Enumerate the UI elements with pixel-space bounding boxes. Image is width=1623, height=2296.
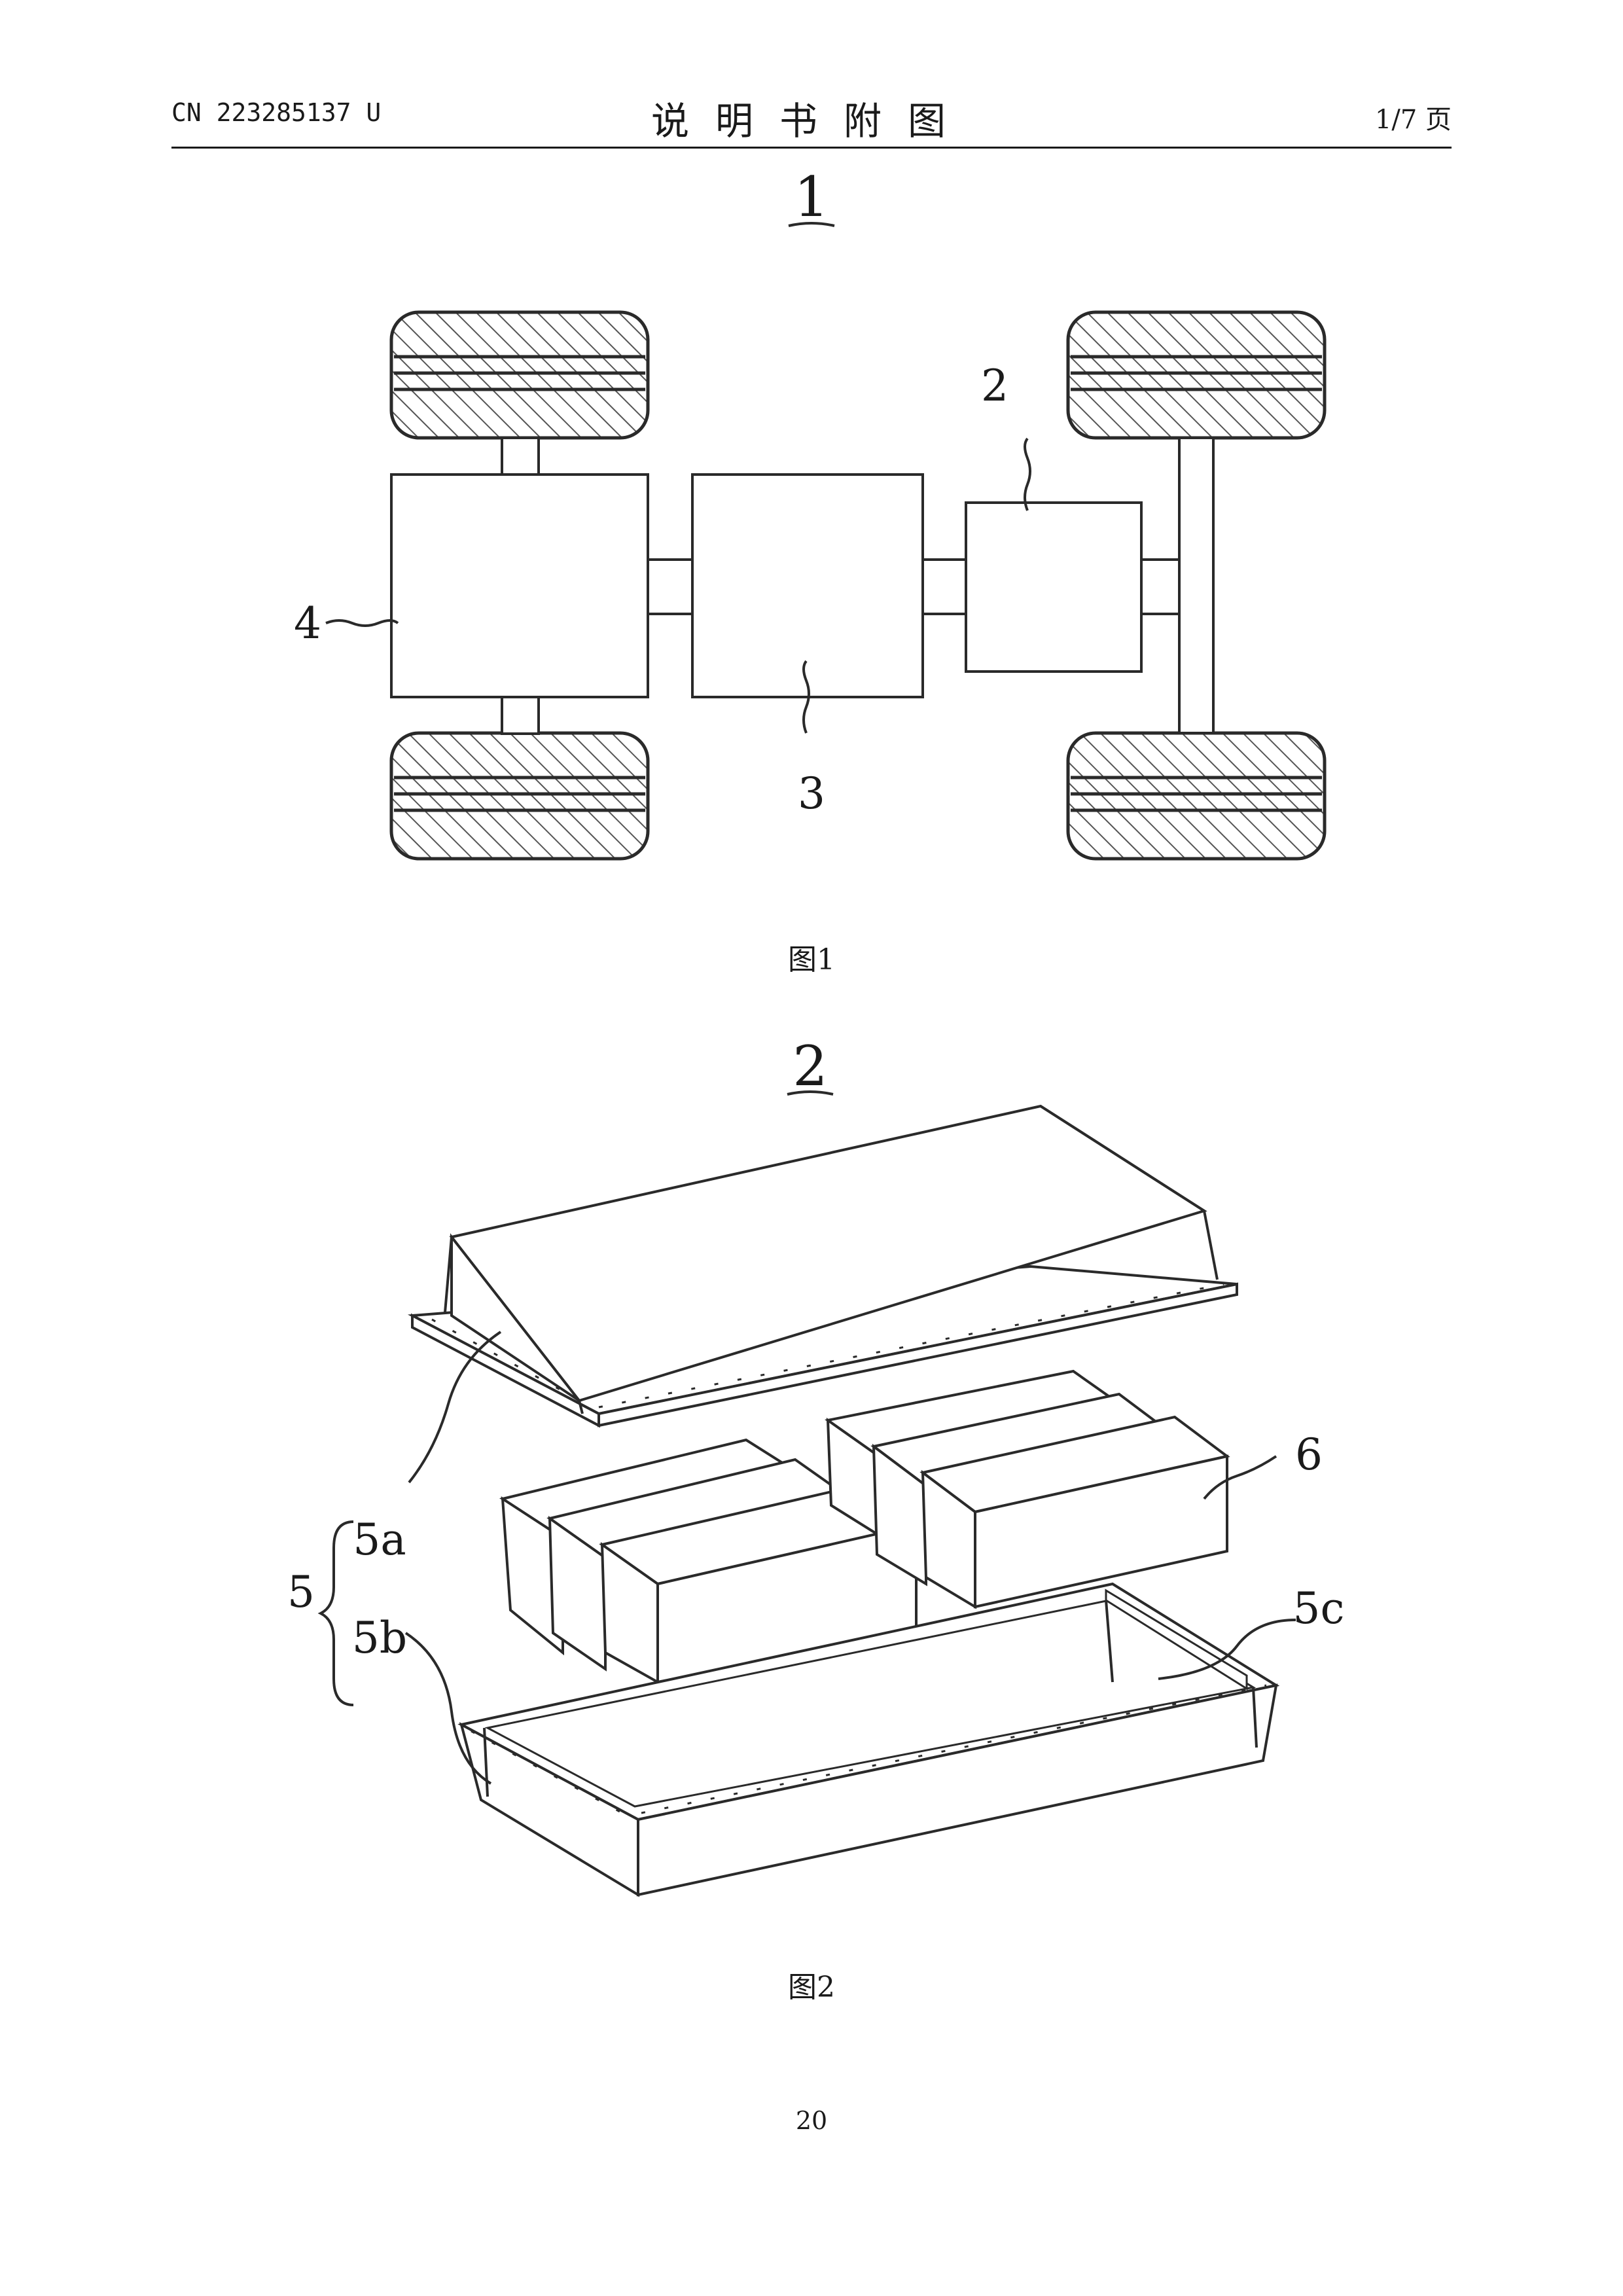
right-axle [1179,438,1213,733]
component-2-box [966,503,1141,672]
leader-line-2 [1025,439,1030,511]
callout-6: 6 [1295,1429,1323,1480]
page-number: 20 [0,2106,1623,2135]
callout-5c: 5c [1293,1583,1345,1634]
upper-cover-5a [412,1106,1237,1426]
callout-3: 3 [798,768,825,819]
component-3-box [692,475,923,697]
figure-2-drawing: 2 [287,1034,1344,1895]
figure-1-reference: 1 [794,165,829,229]
figure-1-drawing: 1 [294,165,1325,859]
figure-1-caption: 图1 [0,936,1623,978]
shaft-connector [648,560,692,614]
axle-stub [502,438,539,475]
callout-2: 2 [981,361,1008,411]
wheel-front-left [391,312,648,438]
leader-line-4 [326,620,398,626]
callout-5b: 5b [352,1613,407,1663]
component-4-box [391,475,648,697]
callout-4: 4 [294,598,321,649]
brace-5 [321,1522,353,1705]
callout-5: 5 [287,1567,315,1617]
shaft-connector [1141,560,1179,614]
shaft-connector [923,560,966,614]
wheel-rear-right [1068,733,1325,859]
figure-2-caption: 图2 [0,1964,1623,2005]
wheel-rear-left [391,733,648,859]
axle-stub [502,697,539,734]
callout-5a: 5a [353,1515,406,1565]
wheel-front-right [1068,312,1325,438]
figure-2-reference: 2 [793,1034,827,1098]
